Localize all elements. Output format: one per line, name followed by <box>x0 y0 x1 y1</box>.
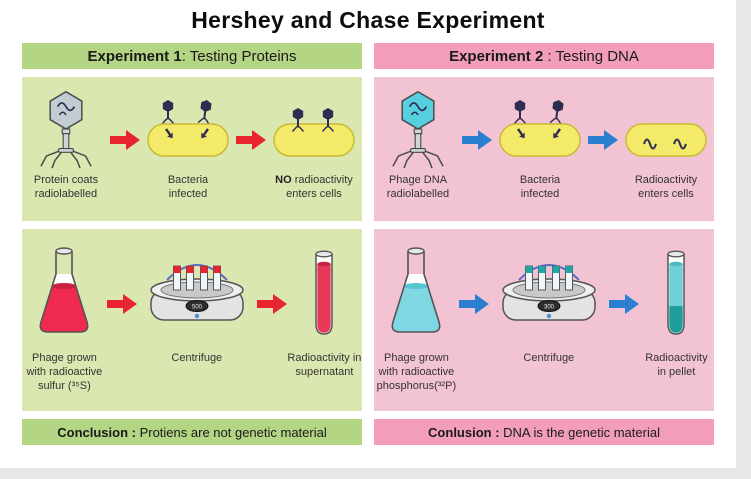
experiment-2-header-bold: Experiment 2 <box>449 47 544 65</box>
test-tube-icon <box>315 250 334 335</box>
step-caption: Protein coats radiolabelled <box>33 174 99 201</box>
step-bacteria-infected: Bacteria infected <box>492 89 588 201</box>
right-arrow-icon <box>458 294 489 314</box>
diagram-page: Hershey and Chase Experiment Experiment … <box>0 0 736 468</box>
step-phage-labelled: Protein coats radiolabelled <box>22 89 110 201</box>
experiment-1-header-bold: Experiment 1 <box>87 47 182 65</box>
centrifuge-icon: 300 <box>502 264 596 321</box>
experiment-2-centrifuge-panel: Phage grown with radioactive phosphorus(… <box>374 229 714 411</box>
step-caption: Radioactivity in pellet <box>645 352 708 379</box>
step-centrifuge: 500 Centrifuge <box>137 241 257 365</box>
infected-cell-icon <box>147 98 229 157</box>
experiment-1-header-rest: : Testing Proteins <box>181 47 297 65</box>
right-arrow-icon <box>608 294 639 314</box>
step-arrow <box>106 293 137 315</box>
phage-icon <box>392 90 444 169</box>
step-test-tube: Radioactivity in pellet <box>639 241 714 379</box>
step-caption: Phage grown with radioactive phosphorus(… <box>376 352 457 393</box>
experiment-2-conclusion: Conlusion : DNA is the genetic material <box>374 419 714 445</box>
step-flask: Phage grown with radioactive sulfur (³⁵S… <box>22 241 107 393</box>
experiment-2-infection-panel: Phage DNA radiolabelled <box>374 77 714 221</box>
right-arrow-icon <box>110 130 140 150</box>
column-experiment-1: Experiment 1: Testing Proteins <box>22 43 362 445</box>
step-no-radioactivity: NO radioactivity enters cells <box>266 89 362 201</box>
experiment-columns: Experiment 1: Testing Proteins <box>0 43 736 445</box>
centrifuge-display: 300 <box>544 305 555 311</box>
step-caption: Centrifuge <box>523 352 575 364</box>
experiment-2-header-rest: : Testing DNA <box>543 47 639 65</box>
right-arrow-icon <box>256 294 287 314</box>
step-arrow <box>110 129 140 151</box>
step-caption: Radioactivity enters cells <box>634 174 698 201</box>
step-caption: Bacteria infected <box>519 174 561 201</box>
pellet <box>669 306 684 333</box>
experiment-1-centrifuge-panel: Phage grown with radioactive sulfur (³⁵S… <box>22 229 362 411</box>
step-arrow <box>462 129 492 151</box>
centrifuge-display: 500 <box>192 305 203 311</box>
step-caption: Phage DNA radiolabelled <box>386 174 450 201</box>
step-arrow <box>458 293 489 315</box>
step-arrow <box>256 293 287 315</box>
flask-icon <box>391 247 441 333</box>
step-test-tube: Radioactivity in supernatant <box>287 241 362 379</box>
experiment-2-header: Experiment 2 : Testing DNA <box>374 43 714 69</box>
experiment-1-conclusion: Conclusion : Protiens are not genetic ma… <box>22 419 362 445</box>
right-arrow-icon <box>588 130 618 150</box>
step-bacteria-infected: Bacteria infected <box>140 89 236 201</box>
step-caption: Bacteria infected <box>167 174 209 201</box>
page-title: Hershey and Chase Experiment <box>191 7 545 33</box>
step-arrow <box>236 129 266 151</box>
phage-icon <box>40 90 92 169</box>
right-arrow-icon <box>236 130 266 150</box>
experiment-1-infection-panel: Protein coats radiolabelled <box>22 77 362 221</box>
experiment-1-header: Experiment 1: Testing Proteins <box>22 43 362 69</box>
step-caption: Centrifuge <box>171 352 223 364</box>
step-flask: Phage grown with radioactive phosphorus(… <box>374 241 459 393</box>
right-arrow-icon <box>462 130 492 150</box>
infected-cell-icon <box>499 98 581 157</box>
test-tube-icon <box>667 250 686 335</box>
flask-icon <box>39 247 89 333</box>
right-arrow-icon <box>106 294 137 314</box>
cell-dna-inside-icon <box>625 123 707 157</box>
step-arrow <box>588 129 618 151</box>
step-phage-labelled: Phage DNA radiolabelled <box>374 89 462 201</box>
step-arrow <box>608 293 639 315</box>
step-caption: Radioactivity in supernatant <box>287 352 362 379</box>
column-experiment-2: Experiment 2 : Testing DNA <box>374 43 714 445</box>
step-radioactivity-inside: Radioactivity enters cells <box>618 89 714 201</box>
step-caption: NO radioactivity enters cells <box>275 174 353 201</box>
cell-phages-outside-icon <box>273 107 355 157</box>
step-centrifuge: 300 Centrifuge <box>489 241 609 365</box>
step-caption: Phage grown with radioactive sulfur (³⁵S… <box>26 352 103 393</box>
centrifuge-icon: 500 <box>150 264 244 321</box>
